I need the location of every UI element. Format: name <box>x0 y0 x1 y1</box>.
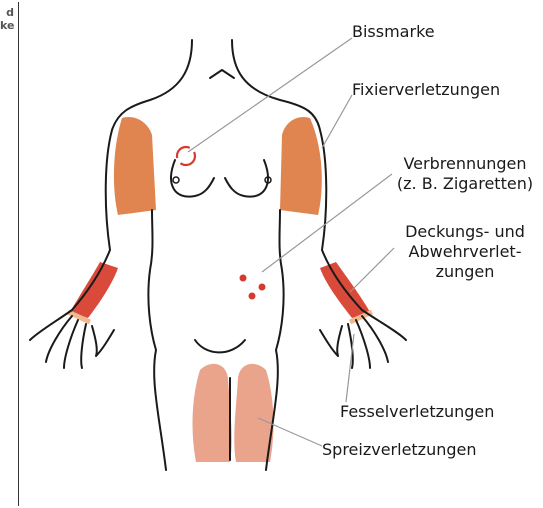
leader-fixation <box>322 95 352 148</box>
upper-arm-left-region <box>114 117 156 215</box>
leader-defense <box>350 248 394 292</box>
label-defense-line2: Abwehrverlet- <box>390 242 540 262</box>
burn-mark-2 <box>259 284 266 291</box>
leader-bite <box>188 38 352 152</box>
burn-mark-1 <box>240 275 247 282</box>
label-fetter: Fesselverletzungen <box>340 402 494 422</box>
label-defense-line1: Deckungs- und <box>390 222 540 242</box>
forearm-left-region <box>70 262 118 318</box>
label-spread: Spreizverletzungen <box>322 440 477 460</box>
label-bite-mark: Bissmarke <box>352 22 435 42</box>
upper-arm-right-region <box>280 117 322 215</box>
label-defense: Deckungs- und Abwehrverlet- zungen <box>390 222 540 282</box>
label-fixation: Fixierverletzungen <box>352 80 500 100</box>
label-burns-line2: (z. B. Zigaretten) <box>390 174 540 194</box>
label-defense-line3: zungen <box>390 262 540 282</box>
burn-mark-3 <box>249 293 256 300</box>
nipple-left <box>173 177 179 183</box>
label-burns: Verbrennungen (z. B. Zigaretten) <box>390 154 540 194</box>
inner-thigh-region <box>193 364 274 462</box>
label-burns-line1: Verbrennungen <box>390 154 540 174</box>
